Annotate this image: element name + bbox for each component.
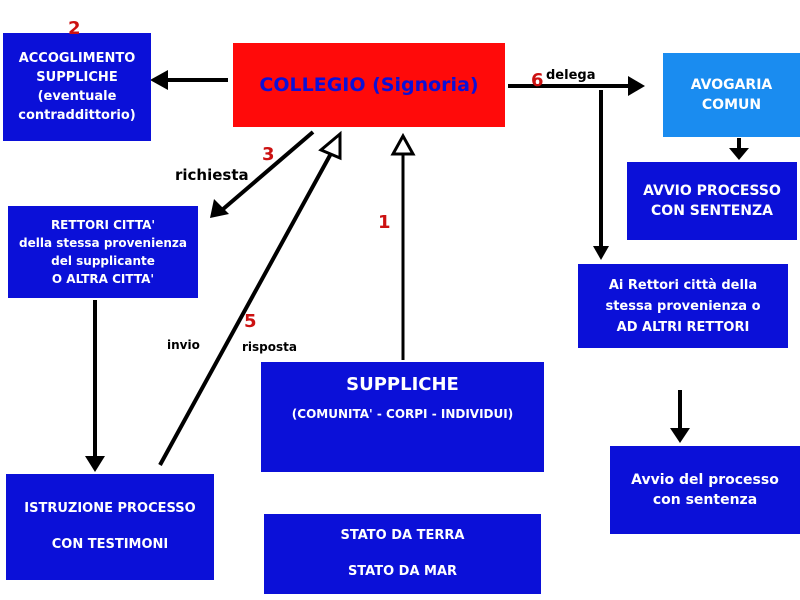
label-richiesta: richiesta — [175, 166, 249, 184]
rettori-line-1: RETTORI CITTA' — [50, 218, 156, 232]
collegio-signoria-box: COLLEGIO (Signoria) — [233, 43, 505, 127]
arrow-richiesta — [220, 130, 315, 212]
ai-rettori-box: Ai Rettori città della stessa provenienz… — [578, 264, 788, 348]
ai-rettori-line-1: Ai Rettori città della — [608, 277, 758, 293]
avvio-processo-line-2: con sentenza — [652, 492, 758, 508]
step-number-3: 3 — [262, 144, 275, 165]
istruzione-line-2: CON TESTIMONI — [51, 537, 169, 552]
suppliche-box: SUPPLICHE (COMUNITA' - CORPI - INDIVIDUI… — [261, 362, 544, 472]
stato-mar: STATO DA MAR — [347, 564, 458, 579]
accoglimento-line-2: SUPPLICHE — [36, 70, 118, 85]
avvio-sentenza-line-2: CON SENTENZA — [651, 203, 773, 219]
avvio-processo-line-1: Avvio del processo — [631, 472, 779, 488]
avogaria-comun-box: AVOGARIA COMUN — [663, 53, 800, 137]
avogaria-line-1: AVOGARIA — [690, 77, 773, 93]
avvio-del-processo-box: Avvio del processo con sentenza — [610, 446, 800, 534]
suppliche-subtitle: (COMUNITA' - CORPI - INDIVIDUI) — [291, 407, 514, 421]
istruzione-processo-box: ISTRUZIONE PROCESSO CON TESTIMONI — [6, 474, 214, 580]
step-number-6: 6 — [531, 70, 544, 91]
accoglimento-line-3: (eventuale — [37, 89, 117, 104]
collegio-title: COLLEGIO (Signoria) — [259, 74, 479, 96]
accoglimento-line-4: contraddittorio) — [18, 108, 136, 123]
step-number-2: 2 — [68, 18, 81, 39]
avvio-processo-sentenza-box: AVVIO PROCESSO CON SENTENZA — [627, 162, 797, 240]
rettori-line-4: O ALTRA CITTA' — [51, 272, 155, 286]
accoglimento-suppliche-box: ACCOGLIMENTO SUPPLICHE (eventuale contra… — [3, 33, 151, 141]
rettori-line-2: della stessa provenienza — [19, 236, 187, 250]
label-delega: delega — [546, 68, 596, 83]
rettori-line-3: del supplicante — [51, 254, 155, 268]
accoglimento-line-1: ACCOGLIMENTO — [18, 51, 136, 66]
stato-terra: STATO DA TERRA — [340, 528, 465, 543]
rettori-citta-box: RETTORI CITTA' della stessa provenienza … — [8, 206, 198, 298]
step-number-1: 1 — [378, 212, 391, 233]
suppliche-title: SUPPLICHE — [346, 374, 459, 395]
ai-rettori-line-3: AD ALTRI RETTORI — [616, 319, 750, 335]
label-risposta: risposta — [242, 340, 297, 354]
arrow-risposta — [158, 147, 336, 466]
step-number-5: 5 — [244, 311, 257, 332]
ai-rettori-line-2: stessa provenienza o — [605, 298, 761, 314]
stato-box: STATO DA TERRA STATO DA MAR — [264, 514, 541, 594]
avogaria-line-2: COMUN — [701, 97, 762, 113]
avvio-sentenza-line-1: AVVIO PROCESSO — [643, 183, 781, 199]
label-invio: invio — [167, 338, 200, 352]
istruzione-line-1: ISTRUZIONE PROCESSO — [24, 501, 196, 516]
